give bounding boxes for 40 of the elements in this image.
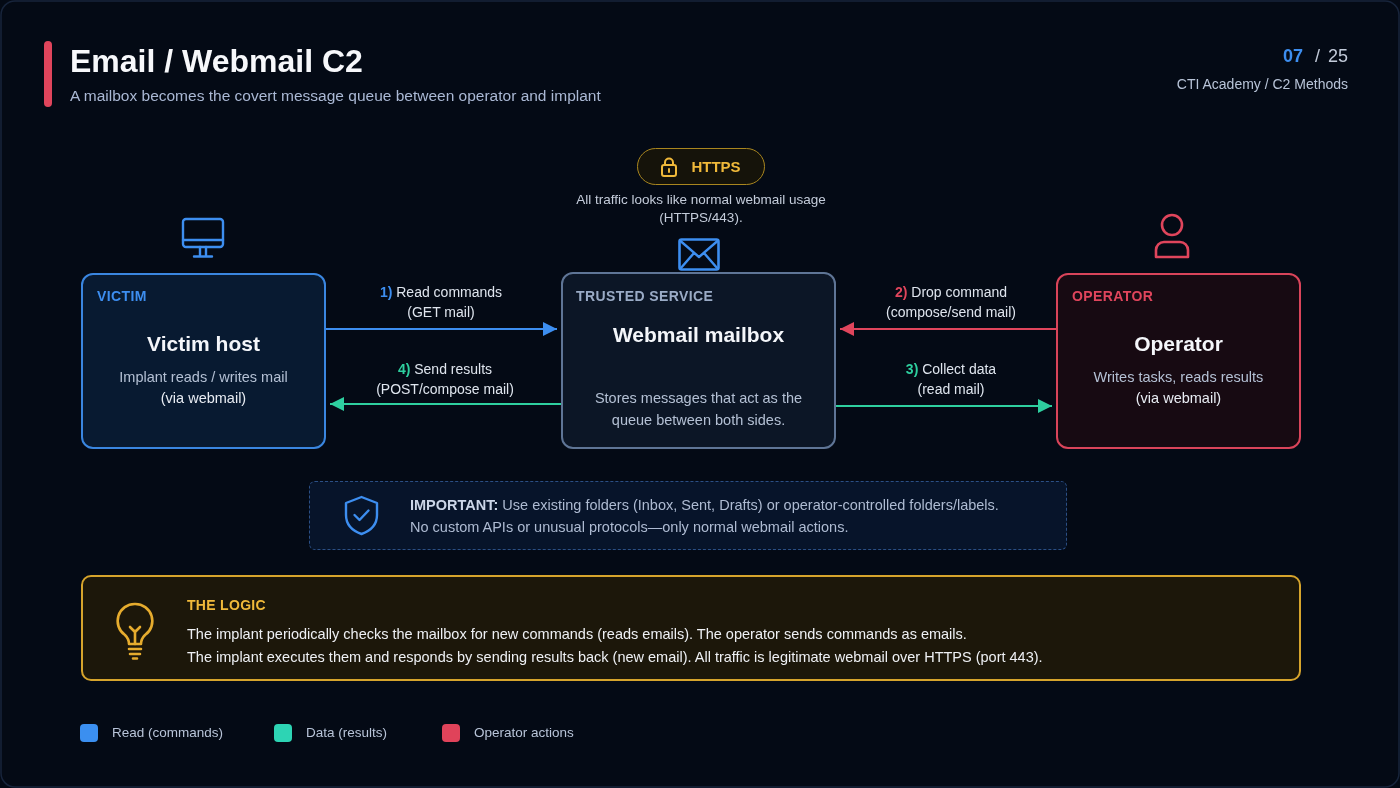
page-total: 25: [1327, 45, 1348, 67]
tag-text: HTTPS: [691, 157, 741, 176]
host-card: [81, 273, 326, 449]
section-tag: TRUSTED SERVICE: [576, 288, 714, 305]
slide-title: Email / Webmail C2: [70, 42, 363, 80]
caption-text: All traffic looks like normal webmail usage (HTTPS/443).: [575, 191, 827, 227]
operator-card: [1056, 273, 1301, 449]
page-separator: /: [1315, 45, 1320, 67]
panel-text: The implant periodically checks the mailbox for new commands (reads emails). The operator sends commands as emails.: [187, 625, 968, 644]
card-note: (via webmail): [159, 389, 248, 408]
section-tag: OPERATOR: [1072, 288, 1154, 305]
edge-label: 2) Drop command (compose/send mail): [885, 283, 1017, 322]
protocol-tag: [637, 148, 765, 185]
panel-text: The implant executes them and responds by sending results back (new email). All traffic is legitimate webmail over HTTPS (port 443).: [187, 648, 1044, 667]
card-description: Writes tasks, reads results: [1092, 368, 1265, 387]
card-note: (via webmail): [1134, 389, 1223, 408]
arrow: [329, 397, 562, 411]
card-description: Implant reads / writes mail: [118, 368, 289, 387]
legend-text: Read (commands): [112, 724, 224, 742]
card-heading: Victim host: [146, 331, 261, 357]
arrow: [835, 399, 1053, 413]
subtitle-text: A mailbox becomes the covert message queue between operator and implant: [70, 86, 601, 105]
breadcrumb-text: CTI Academy / C2 Methods: [1176, 75, 1348, 93]
note-panel: [309, 481, 1067, 550]
panel-heading: THE LOGIC: [187, 597, 266, 614]
edge-label: 1) Read commands (GET mail): [378, 283, 504, 322]
edge-label: 4) Send results (POST/compose mail): [375, 360, 515, 399]
logic-panel: [81, 575, 1301, 681]
arrow: [325, 322, 558, 336]
legend-text: Operator actions: [474, 724, 574, 742]
card-description: Stores messages that act as the queue between both sides.: [593, 389, 804, 430]
section-tag: VICTIM: [97, 288, 147, 305]
card-heading: Operator: [1133, 331, 1224, 357]
edge-label: 3) Collect data (read mail): [904, 360, 998, 399]
arrow: [839, 322, 1057, 336]
note-text: IMPORTANT: Use existing folders (Inbox, Sent, Drafts) or operator-controlled folders/labels. No custom APIs or unusual protocols—only normal webmail actions.: [410, 496, 1000, 537]
page-number: 07: [1282, 45, 1303, 67]
card-heading: Webmail mailbox: [611, 322, 786, 348]
service-card: [561, 272, 836, 449]
legend-text: Data (results): [306, 724, 388, 742]
